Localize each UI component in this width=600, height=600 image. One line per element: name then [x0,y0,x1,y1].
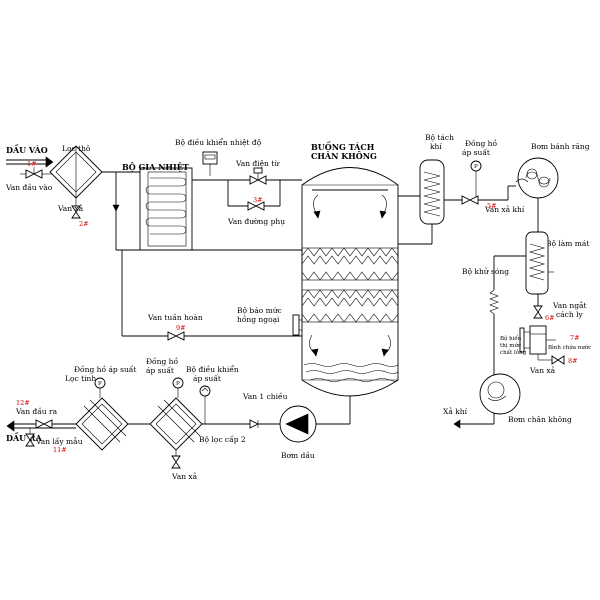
sample-valve-label: Van lấy mẫu [35,437,83,446]
gear-pump [515,157,559,199]
fine-filter-label: Lọc tinh [65,374,96,383]
vacuum-chamber [301,167,399,397]
chamber-label-1: BUỒNG TÁCH [311,142,375,152]
ir-level-label-1: Bộ báo mức [237,306,282,315]
recirc-valve[interactable] [167,331,185,341]
gauge-top-label-2: áp suất [462,148,490,157]
gas-separator [419,159,445,225]
valve-number-11: 11# [53,446,67,454]
bypass-valve-label: Van đường phụ [227,217,285,226]
drain-valve-1[interactable] [71,205,81,219]
pressure-controller[interactable] [199,385,211,397]
inlet-arrow [45,156,54,168]
top-pressure-gauge: P [470,160,482,172]
drain-valve-bottom[interactable] [171,455,181,469]
defoamer-spring [489,289,499,315]
left-pressure-gauge: P [94,377,106,389]
svg-text:P: P [474,164,478,170]
ir-level-sensor[interactable] [292,314,302,336]
level-indicator-label-3: chất lỏng [500,349,527,356]
valve-number-9: 9# [176,324,186,332]
svg-text:P: P [176,381,180,387]
oil-pump-label: Bơm dầu [281,451,315,460]
level-indicator [519,327,525,353]
level-indicator-label-2: thị mức [500,342,521,349]
solenoid-valve-label: Van điện từ [235,159,280,168]
heater-label: BỘ GIA NHIỆT [122,162,189,172]
heater [139,167,193,251]
gas-separator-label-2: khí [430,142,442,151]
gas-separator-label-1: Bộ tách [425,133,454,142]
stage-2-filter [149,397,203,451]
flow-arrow-down [112,204,120,212]
valve-number-6: 6# [545,314,555,322]
solenoid-valve[interactable] [249,167,267,185]
outlet-oil-label: DẦU RA [6,433,43,443]
pressure-ctrl-label-1: Bộ điều khiển [186,365,239,374]
valve-number-12: 12# [16,399,30,407]
liquid-tank [529,325,547,355]
temp-controller-label: Bộ điều khiển nhiệt độ [175,138,262,147]
level-indicator-label-1: Bộ hiển [500,335,522,342]
inlet-valve[interactable] [25,167,43,179]
valve-number-1: 1# [27,160,37,168]
gauge-top-label-1: Đồng hồ [465,139,497,148]
inlet-valve-label: Van đầu vào [5,183,53,192]
fine-filter [75,397,129,451]
drain-valve-bottom-label: Van xả [171,472,198,481]
chamber-label-2: CHÂN KHÔNG [311,151,377,161]
gauge-mid-label-2: áp suất [146,366,174,375]
outlet-valve[interactable] [35,419,53,429]
check-valve-label: Van 1 chiều [242,392,288,401]
cooler-label: Bộ làm mát [546,239,589,248]
drain-valve-right-label: Van xả [529,366,556,375]
isolation-valve-label-2: cách ly [556,310,583,319]
valve-number-8: 8# [568,357,578,365]
isolation-valve-label-1: Van ngắt [552,301,587,310]
gas-drain-valve-label: Van xả khí [484,205,525,214]
gas-drain-valve[interactable] [461,195,479,205]
liquid-tank-label: Bình chứa nước [548,344,591,351]
valve-number-3: 3# [253,196,263,204]
isolation-valve[interactable] [533,305,543,319]
exhaust-label: Xả khí [443,407,468,416]
bypass-valve[interactable] [247,201,265,211]
oil-pump [279,405,317,443]
ir-level-label-2: hồng ngoại [237,315,280,324]
gauge-left-label: Đồng hồ áp suất [74,365,136,374]
vacuum-pump-label: Bơm chân không [508,415,572,424]
cooler [520,231,554,295]
mid-pressure-gauge: P [172,377,184,389]
vacuum-pump [479,373,521,415]
exhaust-arrow [453,419,461,429]
inlet-section: DẦU VÀO 1# Van đầu vào Lọc thô Van xả 2# [5,144,140,250]
valve-number-2: 2# [79,220,89,228]
drain-valve-right[interactable] [551,355,565,365]
valve-number-7: 7# [570,334,580,342]
sample-valve[interactable] [25,433,35,447]
gauge-mid-label-1: Đồng hồ [146,357,178,366]
outlet-valve-label: Van đầu ra [15,407,58,416]
temperature-controller[interactable] [202,151,218,165]
inlet-oil-label: DẦU VÀO [6,145,48,155]
drain-valve-1-label: Van xả [57,204,84,213]
recirc-valve-label: Van tuần hoàn [147,313,203,322]
outlet-arrow [6,420,15,432]
pressure-ctrl-label-2: áp suất [193,374,221,383]
coarse-filter-label: Lọc thô [62,144,91,153]
filter2-label: Bộ lọc cấp 2 [199,435,246,444]
valve-number-5: 5# [487,202,497,210]
coarse-filter [49,145,103,199]
svg-text:P: P [98,381,102,387]
defoamer-label: Bộ khử sóng [462,267,509,276]
check-valve[interactable] [249,419,260,429]
gear-pump-label: Bơm bánh răng [531,142,590,151]
